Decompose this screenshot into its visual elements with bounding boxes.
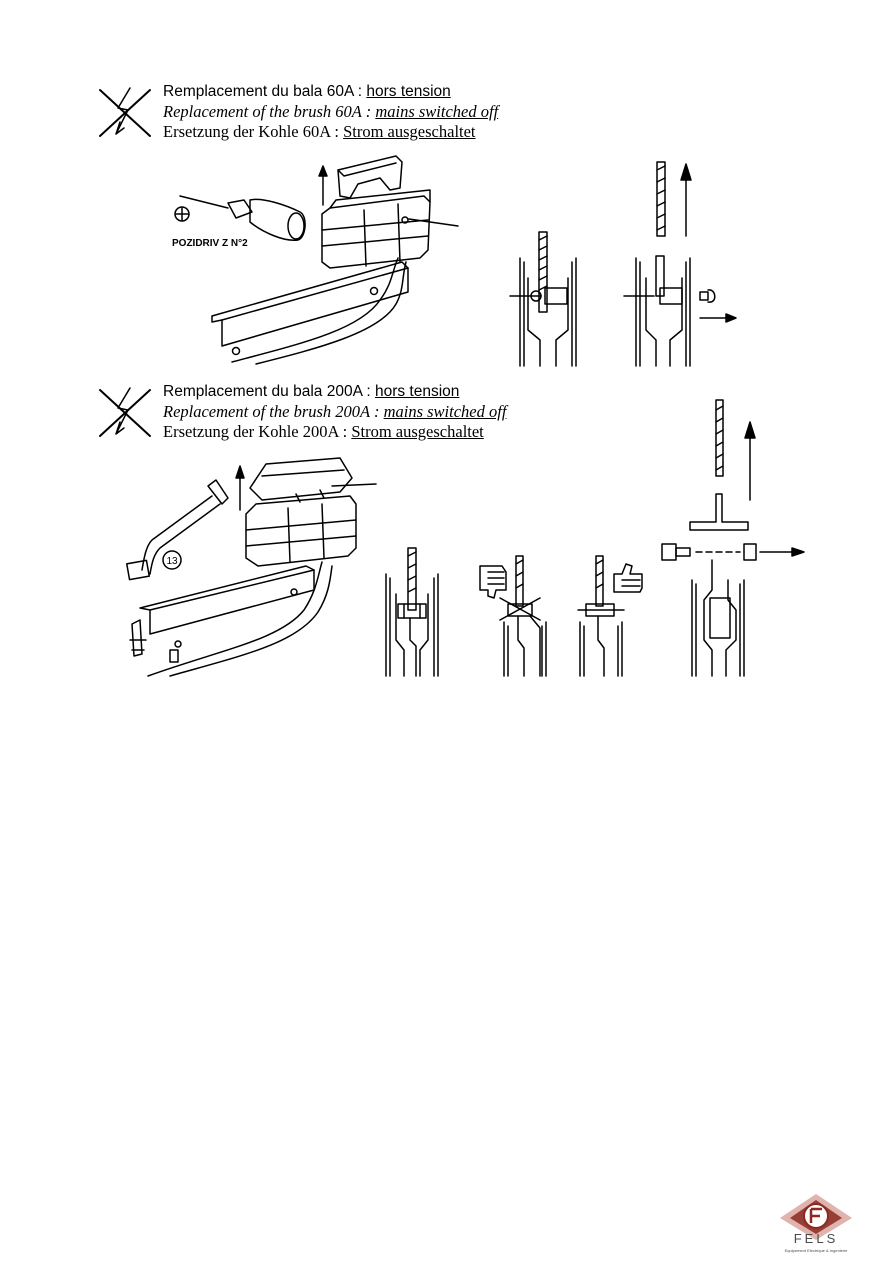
logo-tagline: Equipement Electrique & Ingenierie — [785, 1248, 848, 1253]
wrench-icon — [126, 479, 229, 581]
header-de-200a: Ersetzung der Kohle 200A : Strom ausgesc… — [163, 422, 484, 441]
logo-name: FELS — [794, 1231, 839, 1246]
tool-label: POZIDRIV Z N°2 — [172, 238, 248, 249]
brush-200a-detail-1 — [385, 547, 439, 677]
brush-200a-detail-2 — [499, 555, 547, 677]
phillips-icon — [174, 206, 190, 222]
svg-text:13: 13 — [166, 556, 178, 567]
brush-60a-assembly — [174, 155, 459, 365]
brush-200a-detail-3 — [577, 555, 625, 677]
brush-detail-a — [509, 231, 577, 367]
header-fr-200a: Remplacement du bala 200A : hors tension — [163, 383, 460, 400]
header-en-200a: Replacement of the brush 200A : mains sw… — [163, 402, 507, 421]
wrench-size-badge — [162, 550, 182, 570]
brush-detail-b — [623, 161, 737, 367]
thumbs-down-icon — [479, 565, 507, 599]
no-power-warning-icon — [99, 87, 151, 137]
screwdriver-icon — [179, 195, 306, 241]
fels-logo: FELS Equipement Electrique & Ingenierie — [780, 1194, 852, 1253]
brush-200a-assembly — [126, 457, 377, 677]
section-200a-header: Remplacement du bala 200A : hors tension… — [163, 382, 506, 442]
thumbs-up-icon — [613, 563, 643, 593]
brush-200a-detail-4 — [661, 399, 805, 677]
section-60a-header: Remplacement du bala 60A : hors tension … — [163, 82, 498, 142]
no-power-warning-icon — [99, 387, 151, 437]
header-en-60a: Replacement of the brush 60A : mains swi… — [163, 102, 499, 121]
header-de-60a: Ersetzung der Kohle 60A : Strom ausgesch… — [163, 122, 476, 141]
header-fr-60a: Remplacement du bala 60A : hors tension — [163, 83, 451, 100]
